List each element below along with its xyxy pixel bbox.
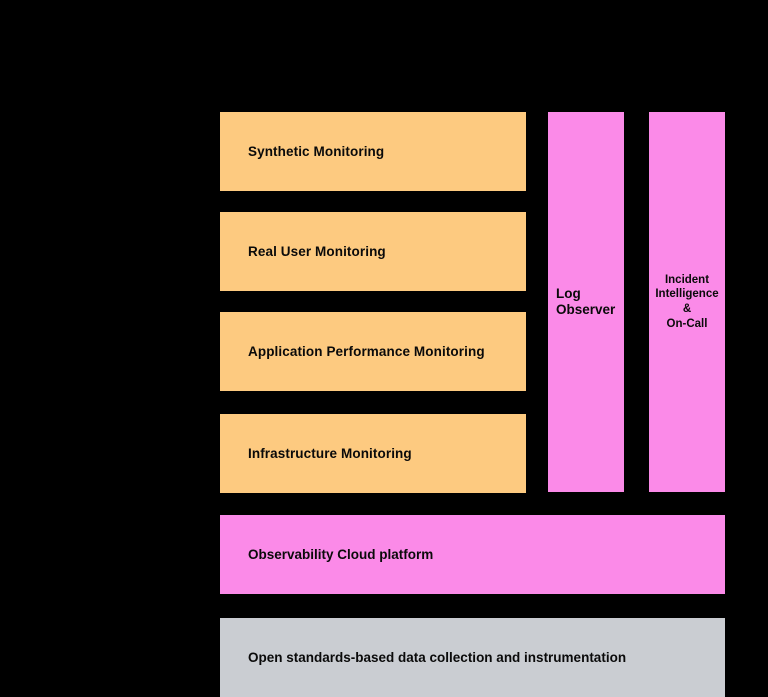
bar-observability-cloud-platform[interactable]: Observability Cloud platform bbox=[220, 515, 725, 594]
capability-card-label: Real User Monitoring bbox=[248, 243, 386, 259]
bar-label: Observability Cloud platform bbox=[248, 546, 434, 562]
capability-card-label: Application Performance Monitoring bbox=[248, 343, 485, 359]
capability-card-application-performance-monitoring[interactable]: Application Performance Monitoring bbox=[220, 312, 526, 391]
capability-card-real-user-monitoring[interactable]: Real User Monitoring bbox=[220, 212, 526, 291]
pillar-incident-intelligence-on-call[interactable]: Incident Intelligence & On-Call bbox=[649, 112, 725, 492]
capability-card-label: Infrastructure Monitoring bbox=[248, 445, 412, 461]
bar-label: Open standards-based data collection and… bbox=[248, 649, 627, 665]
capability-card-synthetic-monitoring[interactable]: Synthetic Monitoring bbox=[220, 112, 526, 191]
bar-open-standards-data-collection[interactable]: Open standards-based data collection and… bbox=[220, 618, 725, 697]
pillar-log-observer[interactable]: Log Observer bbox=[548, 112, 624, 492]
capability-card-infrastructure-monitoring[interactable]: Infrastructure Monitoring bbox=[220, 414, 526, 493]
pillar-label: Log Observer bbox=[556, 286, 616, 317]
capability-card-label: Synthetic Monitoring bbox=[248, 143, 385, 159]
pillar-label: Incident Intelligence & On-Call bbox=[655, 273, 719, 330]
